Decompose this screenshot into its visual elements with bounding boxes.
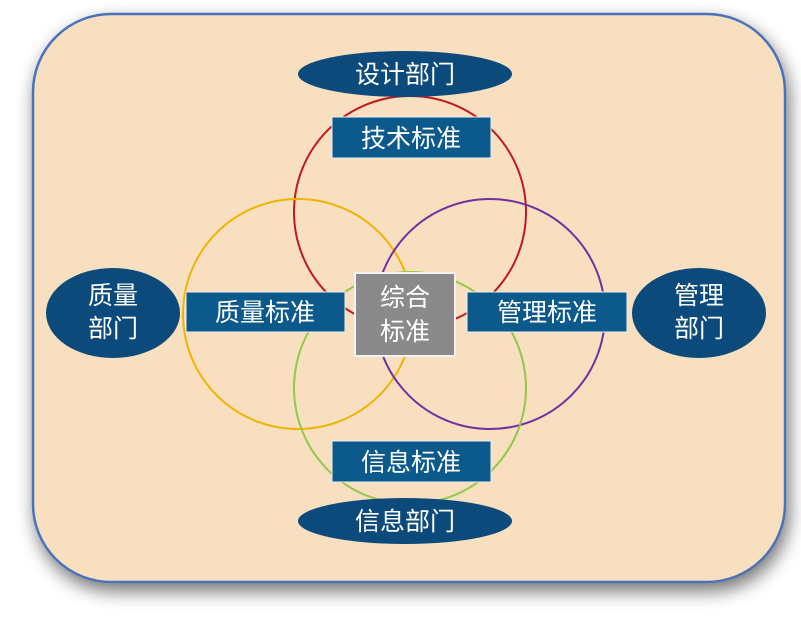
- comprehensive-standard-label-1: 综合: [380, 283, 430, 312]
- technical-standard-label: 技术标准: [361, 124, 461, 153]
- design-department: 设计部门: [298, 51, 512, 97]
- design-department-label: 设计部门: [355, 60, 455, 89]
- quality-department: 质量 部门: [46, 268, 180, 358]
- management-standard-label: 管理标准: [497, 298, 597, 327]
- information-standard-label: 信息标准: [361, 448, 461, 477]
- technical-standard-box: 技术标准: [331, 116, 492, 159]
- information-department-label: 信息部门: [355, 507, 455, 536]
- information-standard-box: 信息标准: [331, 440, 492, 483]
- management-department-label-2: 部门: [674, 314, 724, 343]
- management-department: 管理 部门: [632, 268, 766, 358]
- quality-standard-label: 质量标准: [215, 298, 315, 327]
- information-department: 信息部门: [298, 498, 512, 544]
- quality-standard-box: 质量标准: [185, 291, 346, 333]
- comprehensive-standard-box: 综合 标准: [354, 272, 456, 357]
- quality-department-label-1: 质量: [88, 281, 138, 310]
- quality-department-label-2: 部门: [88, 314, 138, 343]
- management-standard-box: 管理标准: [466, 291, 628, 333]
- management-department-label-1: 管理: [674, 281, 724, 310]
- comprehensive-standard-label-2: 标准: [380, 317, 430, 346]
